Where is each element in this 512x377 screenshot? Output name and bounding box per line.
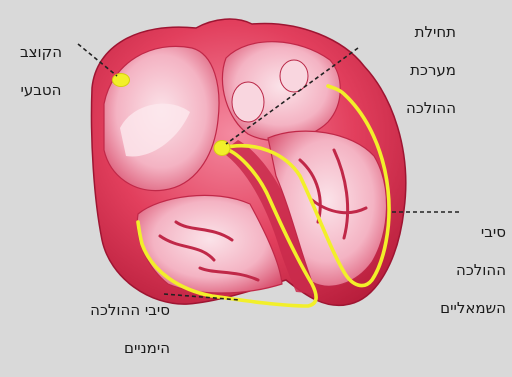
av-node-label-line: מערכת xyxy=(336,61,456,80)
sa-node-label-line: הטבעי xyxy=(8,81,74,100)
left-fibers-label-line: סיבי xyxy=(396,223,506,242)
left-fibers-label-line: השמאליים xyxy=(396,299,506,318)
av-node-label-line: תחילת xyxy=(336,23,456,42)
right-fibers-label-line: סיבי ההולכה xyxy=(42,301,170,320)
left-fibers-label-line: ההולכה xyxy=(396,261,506,280)
right-fibers-label: סיבי ההולכה הימניים xyxy=(42,282,170,377)
sa-node-label-line: הקוצב xyxy=(8,43,74,62)
sa-node-marker xyxy=(113,74,130,87)
sa-node-label: הקוצב הטבעי xyxy=(8,24,74,119)
pulmonary-vein-opening xyxy=(232,82,264,122)
av-node-label-line: ההולכה xyxy=(336,99,456,118)
right-fibers-label-line: הימניים xyxy=(42,339,170,358)
av-node-label: תחילת מערכת ההולכה xyxy=(336,4,456,137)
left-fibers-label: סיבי ההולכה השמאליים xyxy=(396,204,506,337)
